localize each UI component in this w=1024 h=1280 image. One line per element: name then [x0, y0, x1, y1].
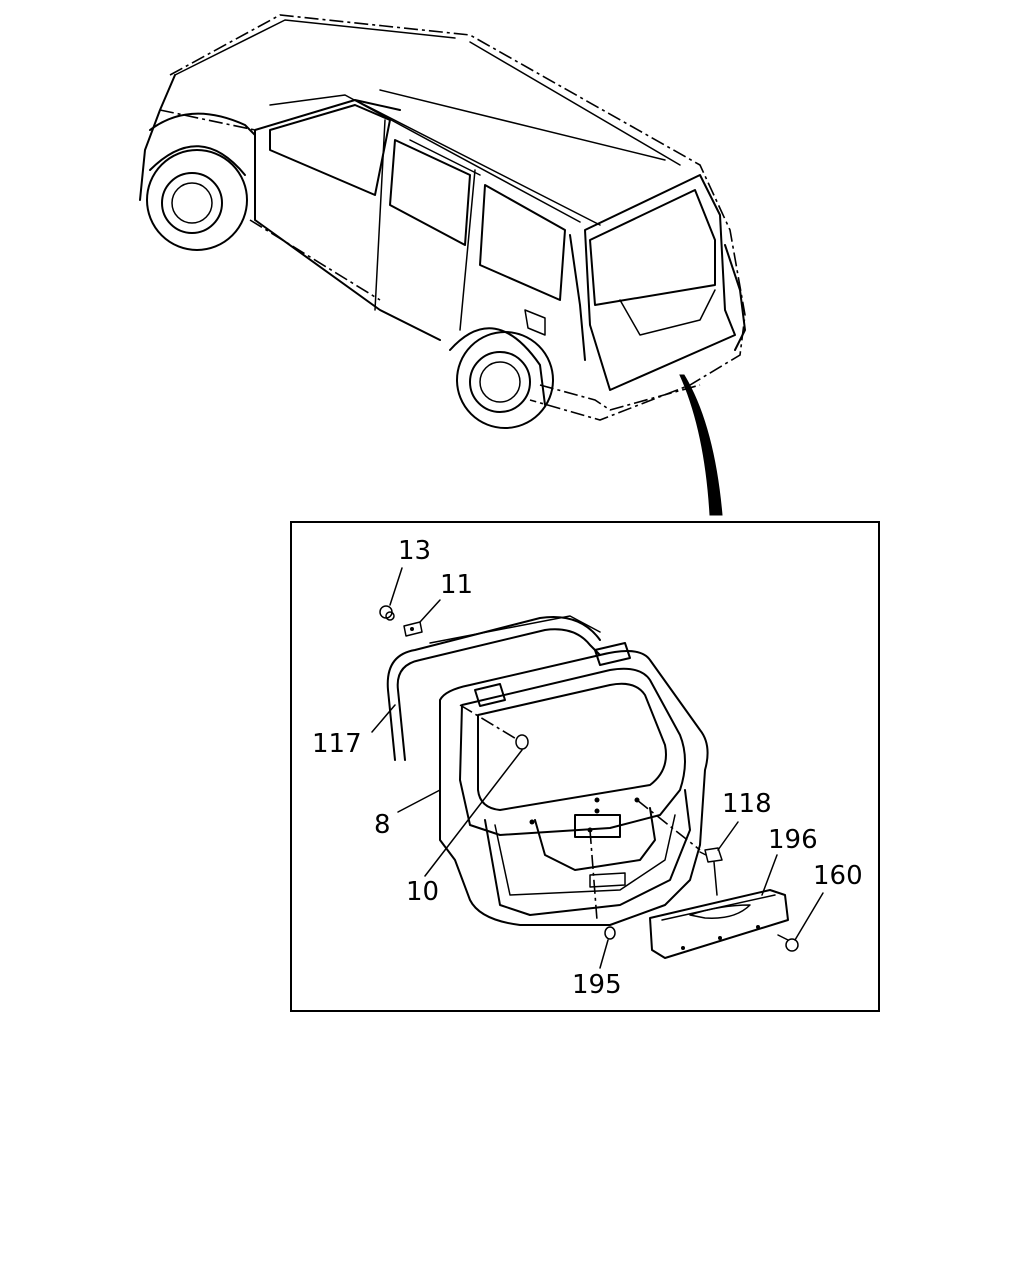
callout-118: 118	[722, 789, 772, 819]
callout-160: 160	[813, 861, 863, 891]
callout-13: 13	[398, 536, 431, 566]
grommet-10	[515, 734, 529, 750]
vehicle-overview	[139, 14, 746, 516]
nut-118	[699, 847, 723, 863]
garnish-196	[649, 889, 789, 959]
callout-labels: 13 11 117 8 10 118 196 160 195	[312, 536, 863, 1000]
callout-196: 196	[768, 825, 818, 855]
pointer-arrow	[679, 374, 723, 516]
clip-11	[403, 621, 423, 637]
detail-frame	[290, 521, 880, 1012]
weatherstrip	[386, 615, 601, 761]
screw-160	[777, 934, 799, 952]
callout-195: 195	[572, 970, 622, 1000]
callout-10: 10	[406, 877, 439, 907]
callout-8: 8	[374, 810, 391, 840]
tailgate-panel	[439, 642, 709, 926]
leader-lines	[371, 567, 824, 969]
clip-13	[379, 605, 395, 621]
callout-11: 11	[440, 570, 473, 600]
callout-117: 117	[312, 729, 362, 759]
plug-195	[604, 926, 616, 940]
